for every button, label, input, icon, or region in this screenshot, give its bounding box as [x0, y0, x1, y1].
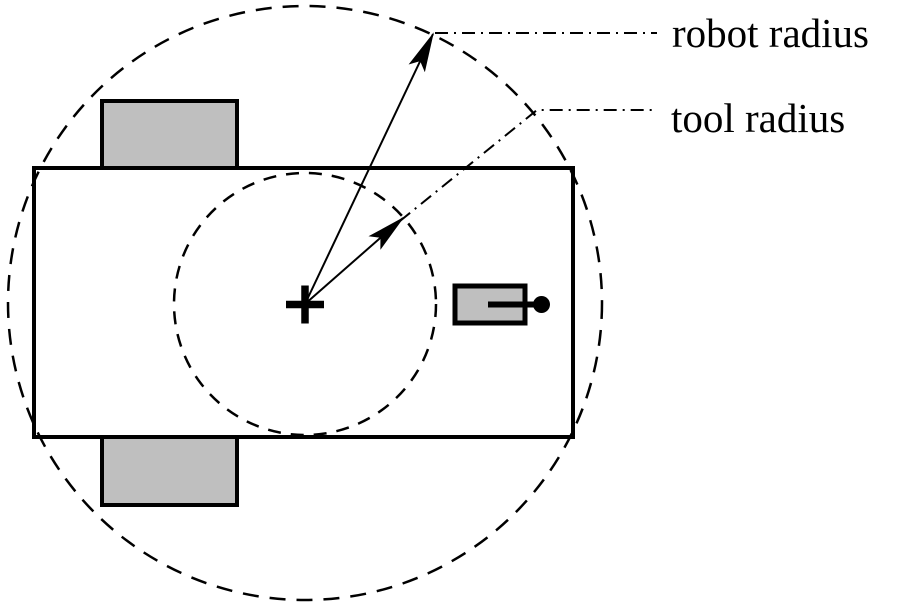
center-cross: [286, 285, 324, 324]
tool-tip-dot: [533, 296, 550, 313]
tool-radius-leader-line: [399, 109, 657, 222]
robot-radius-circle: [6, 4, 604, 602]
robot-radius-arrow: [304, 32, 434, 305]
tool-radius-circle: [172, 171, 438, 437]
tool-radius-label: tool radius: [671, 95, 845, 141]
wheel-top: [100, 99, 239, 170]
wheel-bottom: [100, 435, 239, 507]
tool-radius-arrow: [304, 216, 405, 305]
robot-radius-label: robot radius: [672, 10, 869, 56]
